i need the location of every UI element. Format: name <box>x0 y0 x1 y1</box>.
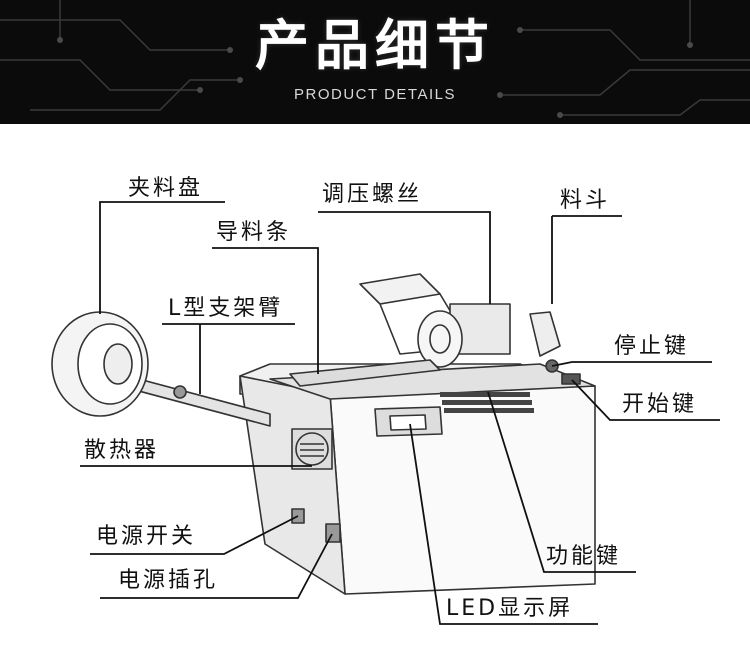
leader-function <box>487 391 636 573</box>
leader-jialiaopan <box>99 201 225 314</box>
label-liaodou: 料斗 <box>560 188 611 213</box>
label-stop-key: 停止键 <box>614 334 690 359</box>
machine-illustration <box>51 201 720 625</box>
label-function-key: 功能键 <box>546 544 622 569</box>
header-banner: 产品细节 PRODUCT DETAILS <box>0 0 750 124</box>
leader-daoliaotiao <box>212 247 319 374</box>
leader-power-switch <box>90 515 299 555</box>
label-heatsink: 散热器 <box>84 438 160 463</box>
diagram-stage: 夹料盘 调压螺丝 料斗 导料条 L型支架臂 停止键 开始键 散热器 电源开关 电… <box>0 124 750 658</box>
circuit-pattern <box>0 0 750 118</box>
page-subtitle: PRODUCT DETAILS <box>294 86 456 103</box>
leader-tiaoya <box>318 211 491 304</box>
label-tiaoya: 调压螺丝 <box>322 182 423 207</box>
leader-led <box>409 423 598 625</box>
label-l-arm: L型支架臂 <box>168 296 284 321</box>
page-title: 产品细节 <box>255 14 495 77</box>
label-jialiaopan: 夹料盘 <box>128 176 204 201</box>
label-daoliaotiao: 导料条 <box>216 220 292 245</box>
label-power-switch: 电源开关 <box>96 524 197 549</box>
label-led-display: LED显示屏 <box>446 596 574 621</box>
leader-stop <box>551 361 712 367</box>
leader-start <box>571 379 720 421</box>
leader-l-arm <box>162 323 295 394</box>
label-power-socket: 电源插孔 <box>118 568 219 593</box>
leader-power-socket <box>100 533 333 599</box>
label-start-key: 开始键 <box>622 392 698 417</box>
leader-liaodou <box>551 215 622 304</box>
leader-lines <box>80 201 720 625</box>
machine-drawing <box>51 273 596 595</box>
